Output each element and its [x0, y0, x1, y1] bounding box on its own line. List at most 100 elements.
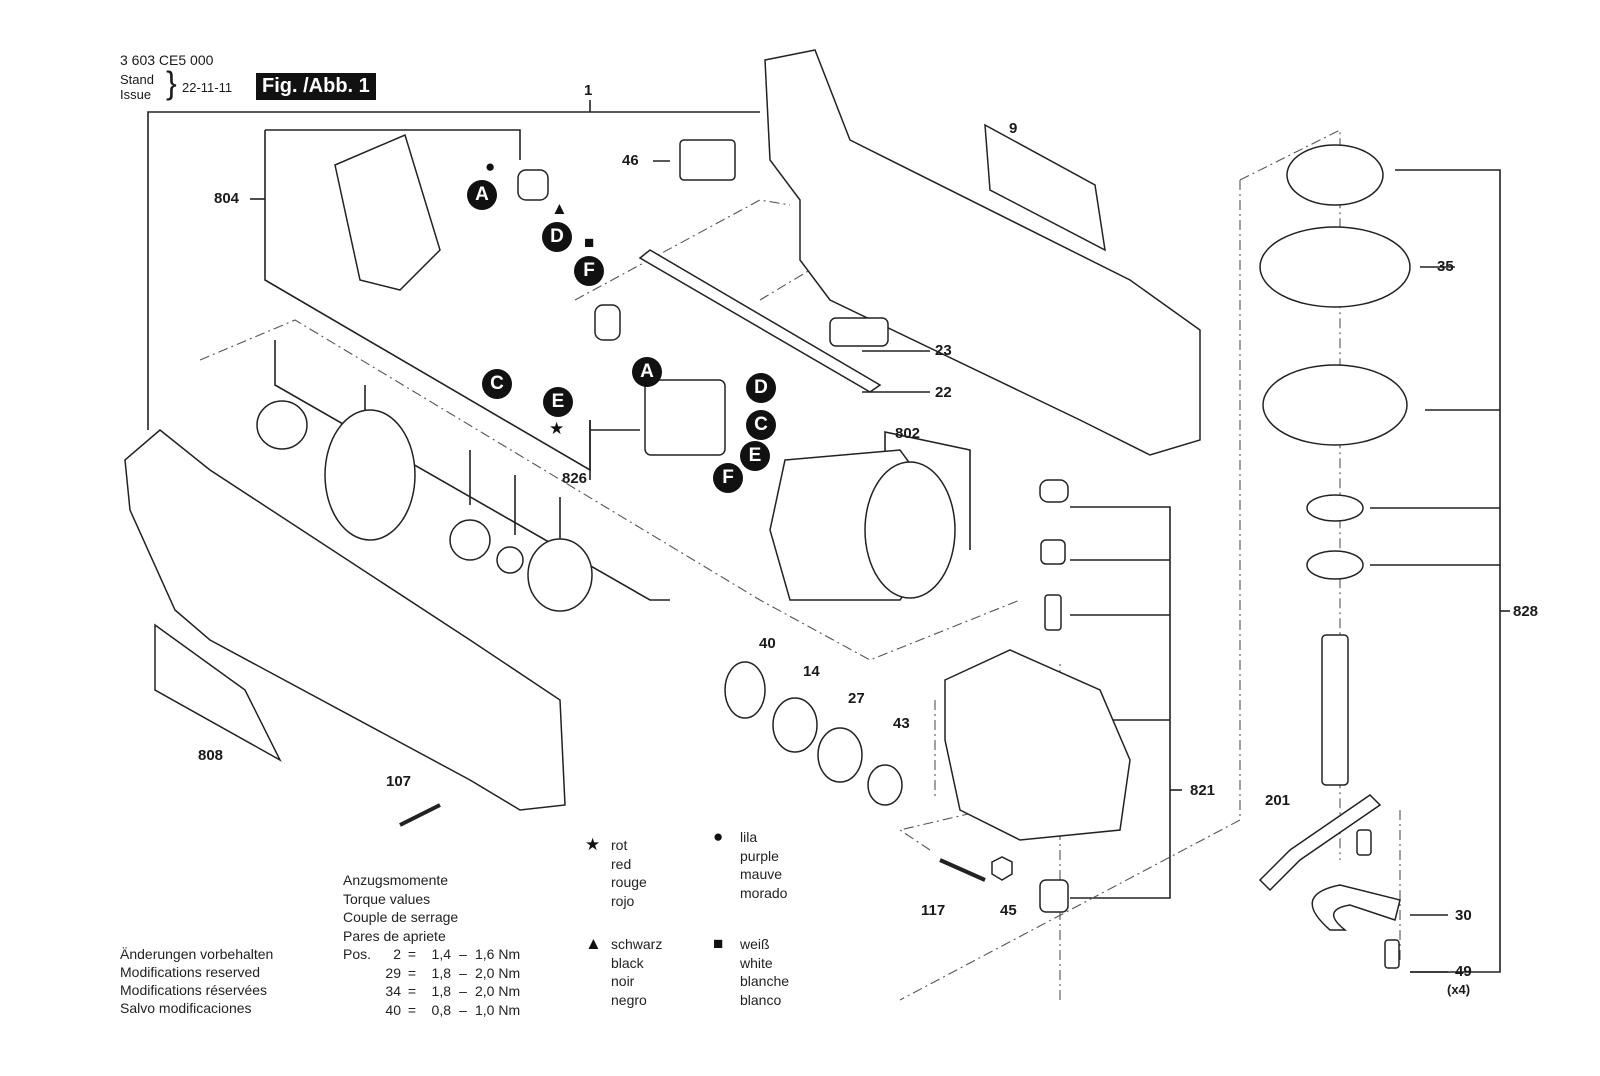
- part-22-stirrup: [638, 249, 882, 393]
- torque-values-block: Anzugsmomente Torque values Couple de se…: [343, 871, 520, 1019]
- torque-pos: 2: [393, 946, 401, 962]
- part-821-gear-head: [944, 649, 1131, 841]
- fan-wheel: [527, 538, 593, 612]
- bracket-821: [1070, 506, 1171, 899]
- part-label-804: 804: [214, 190, 240, 207]
- legend-text: red: [611, 855, 632, 872]
- badge-wiring-C: C: [482, 369, 512, 399]
- legend-text: noir: [611, 973, 635, 989]
- torque-eq: =: [407, 983, 417, 999]
- part-label-826: 826: [562, 470, 588, 487]
- switch-block: [644, 379, 726, 456]
- badge-wiring-D: D: [542, 222, 572, 252]
- part-808-housing-half: [124, 429, 566, 811]
- legend-text: blanche: [740, 973, 790, 989]
- torque-pos: 40: [385, 1001, 401, 1018]
- stand-label: Stand: [120, 72, 154, 87]
- torque-row: Pos. 2 = 1,4 – 1,6 Nm: [343, 945, 520, 964]
- badge-switch-A: A: [632, 357, 662, 387]
- badge-switch-E: E: [740, 441, 770, 471]
- sleeve: [1039, 879, 1069, 913]
- torque-max: 2,0 Nm: [475, 983, 521, 999]
- badge-wiring-F: F: [574, 256, 604, 286]
- torque-dash: –: [459, 1001, 467, 1018]
- part-label-40: 40: [759, 635, 776, 652]
- torque-title-es: Pares de apriete: [343, 927, 446, 944]
- bevel-gear: [1286, 144, 1384, 206]
- torque-max: 2,0 Nm: [475, 964, 521, 981]
- badge-wiring-A: A: [467, 180, 497, 210]
- label-9: [984, 123, 1106, 252]
- torque-dash: –: [459, 964, 467, 981]
- part-label-27: 27: [848, 690, 865, 707]
- part-label-22: 22: [935, 384, 952, 401]
- part-label-30: 30: [1455, 907, 1472, 924]
- square-icon: ■: [713, 934, 724, 953]
- part-14-ball-bearing: [772, 697, 818, 753]
- legend-text: lila: [740, 829, 758, 845]
- disclaimer-es: Salvo modificaciones: [120, 1000, 252, 1016]
- stand-issue-label: Stand Issue: [120, 72, 154, 102]
- badge-wiring-E: E: [543, 387, 573, 417]
- torque-pos: 29: [385, 964, 401, 981]
- figure-label: Fig. /Abb. 1: [256, 73, 376, 100]
- part-49-screw: [1384, 939, 1400, 969]
- part-label-808: 808: [198, 747, 224, 764]
- bearing-flange: [1262, 364, 1408, 446]
- disclaimer-de: Änderungen vorbehalten: [120, 946, 274, 962]
- torque-dash: –: [459, 983, 467, 999]
- part-label-49-quantity: (x4): [1447, 982, 1471, 997]
- badge-switch-F: F: [713, 463, 743, 493]
- triangle-symbol-icon: ▲: [551, 199, 568, 218]
- part-label-45: 45: [1000, 902, 1017, 919]
- legend-text: rojo: [611, 892, 635, 909]
- shim: [496, 546, 524, 574]
- part-label-23: 23: [935, 342, 952, 359]
- part-117-screw: [939, 858, 986, 882]
- part-23-cap: [829, 317, 889, 347]
- torque-eq: =: [407, 946, 417, 962]
- torque-min: 0,8: [431, 1001, 451, 1018]
- part-label-9: 9: [1009, 120, 1018, 137]
- torque-eq: =: [407, 1001, 417, 1018]
- pos-label: Pos.: [343, 946, 372, 962]
- part-46-connector: [679, 139, 736, 181]
- legend-text: schwarz: [611, 936, 663, 952]
- legend-text: purple: [740, 847, 779, 864]
- square-symbol-icon: ■: [584, 233, 595, 252]
- torque-title-en: Torque values: [343, 890, 431, 907]
- part-40-retaining-ring: [724, 661, 766, 719]
- part-label-43: 43: [893, 715, 910, 732]
- part-35-gasket: [1259, 226, 1411, 308]
- lock-washer: [1306, 550, 1364, 580]
- triangle-icon: ▲: [585, 934, 602, 953]
- legend-text: rot: [611, 837, 628, 853]
- torque-max: 1,0 Nm: [475, 1001, 521, 1018]
- issue-label: Issue: [120, 87, 152, 102]
- circle-symbol-icon: ●: [485, 157, 496, 176]
- spring: [1040, 539, 1066, 565]
- part-label-35: 35: [1437, 258, 1454, 275]
- part-label-201: 201: [1265, 792, 1291, 809]
- torque-row: 29 = 1,8 – 2,0 Nm: [343, 964, 520, 983]
- legend-text: morado: [740, 884, 788, 901]
- bearing-plate: [324, 409, 416, 541]
- torque-pos: 34: [385, 983, 401, 999]
- torque-row: 40 = 0,8 – 1,0 Nm: [343, 1001, 520, 1020]
- torque-title-fr: Couple de serrage: [343, 909, 459, 925]
- part-30-clamp: [1311, 884, 1401, 931]
- part-label-49: 49: [1455, 963, 1472, 980]
- part-label-46: 46: [622, 152, 639, 169]
- disclaimer-en: Modifications reserved: [120, 964, 261, 980]
- circle-icon: ●: [713, 827, 724, 846]
- brace-symbol: }: [166, 65, 177, 101]
- torque-max: 1,6 Nm: [475, 946, 521, 962]
- star-icon: ★: [585, 835, 601, 854]
- bracket-826: [274, 340, 670, 601]
- bearing-front: [256, 400, 308, 450]
- part-201-lever: [1258, 794, 1382, 892]
- badge-switch-C: C: [746, 410, 776, 440]
- legend-text: rouge: [611, 874, 647, 890]
- part-label-107: 107: [386, 773, 412, 790]
- torque-dash: –: [459, 946, 467, 962]
